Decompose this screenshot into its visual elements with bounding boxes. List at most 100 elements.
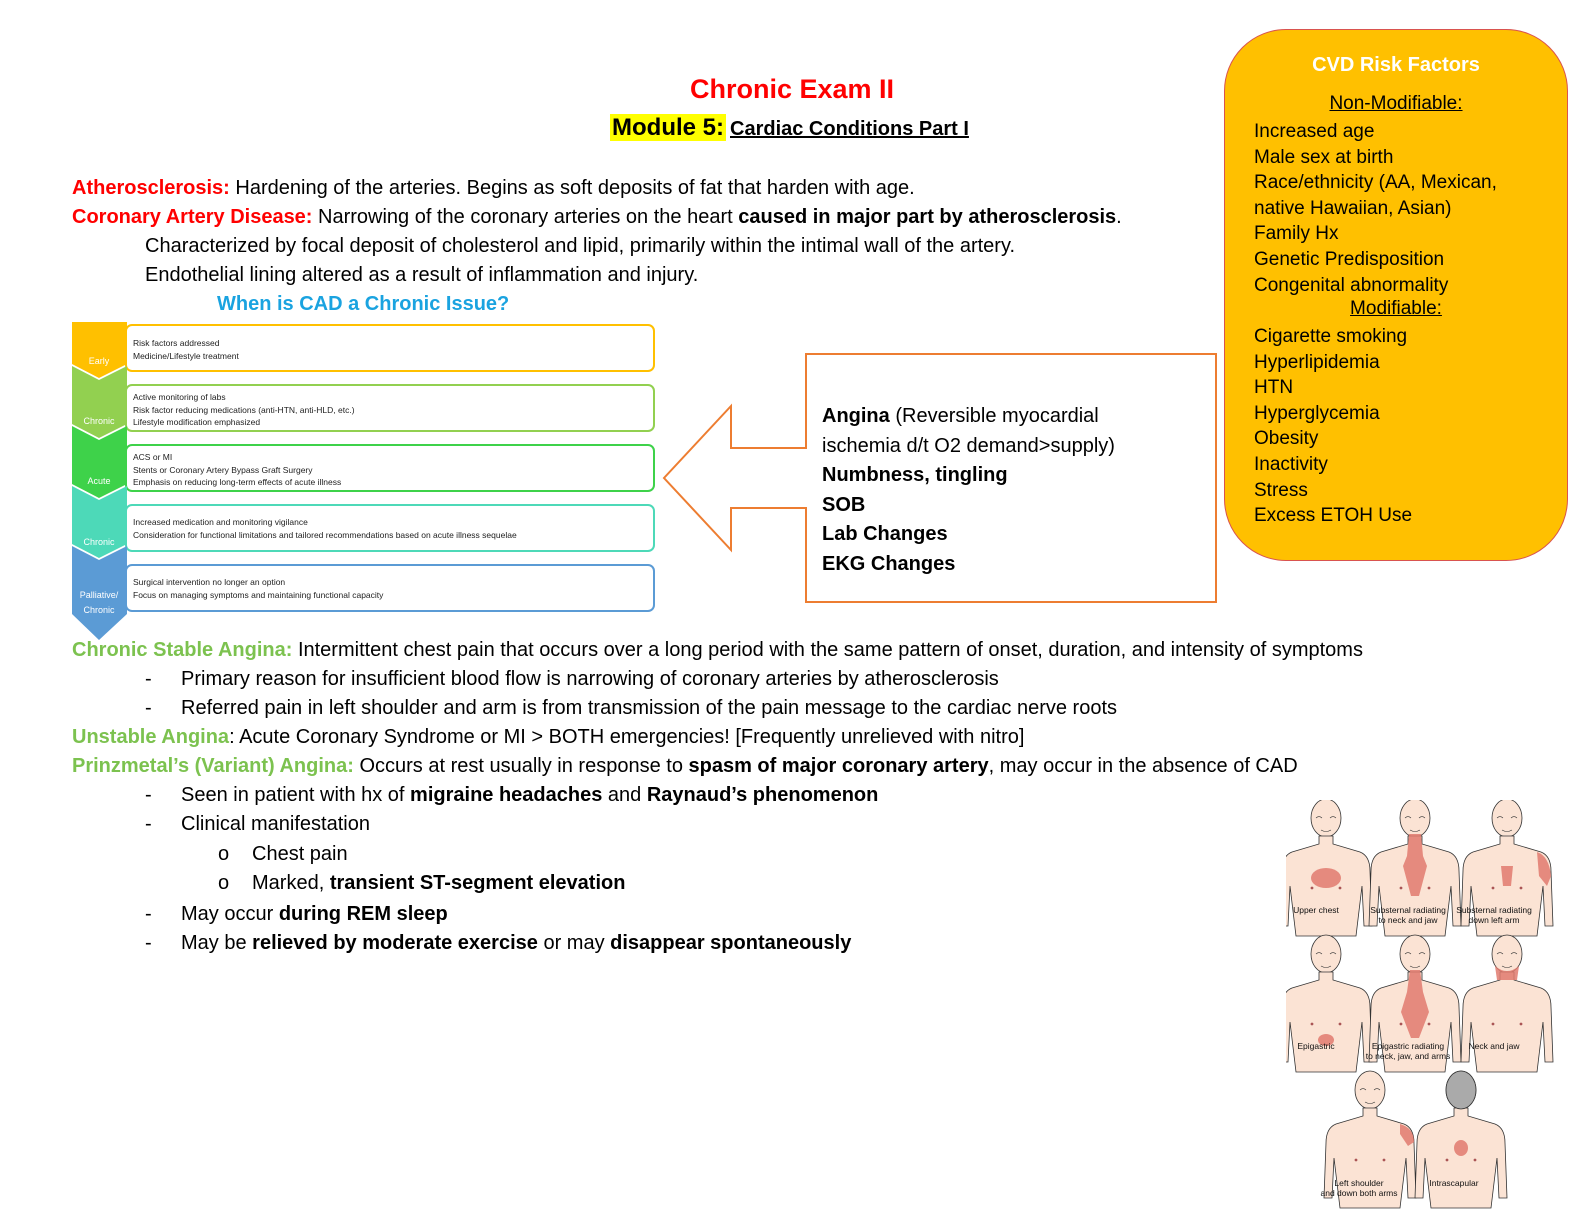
text-part: and (602, 784, 647, 806)
module-label: Module 5: (610, 114, 726, 141)
svg-text:Substernal radiating: Substernal radiating (1370, 905, 1446, 915)
module-subtitle: Cardiac Conditions Part I (730, 118, 969, 140)
angina-symptom: Lab Changes (822, 523, 948, 545)
cad-term: Coronary Artery Disease: (72, 206, 313, 228)
bullet-text: Primary reason for insufficient blood fl… (181, 668, 999, 690)
figure-epigastric (1286, 934, 1373, 1073)
figure-caption: Intrascapular (1429, 1178, 1478, 1188)
timeline-line: Risk factor reducing medications (anti-H… (133, 404, 355, 415)
timeline-box-early (125, 324, 655, 372)
prinzmetal-term: Prinzmetal’s (Variant) Angina: (72, 755, 354, 777)
figure-caption: to neck, jaw, and arms (1366, 1051, 1451, 1061)
figure-caption: Neck and jaw (1468, 1041, 1520, 1051)
figure-caption: down left arm (1468, 915, 1519, 925)
dash-marker: - (145, 697, 152, 719)
svg-text:Substernal radiating: Substernal radiating (1456, 905, 1532, 915)
figure-caption: and down both arms (1320, 1188, 1397, 1198)
figure-left-shoulder-arms (1323, 1070, 1417, 1209)
svg-text:Epigastric: Epigastric (1297, 1041, 1335, 1051)
timeline-text-early: Risk factors addressed Medicine/Lifestyl… (133, 337, 239, 362)
figure-substernal-left-arm (1460, 800, 1554, 937)
atherosclerosis-text: Hardening of the arteries. Begins as sof… (229, 177, 915, 199)
bullet-text: Marked, transient ST-segment elevation (252, 869, 625, 898)
timeline-text-acute: ACS or MI Stents or Coronary Artery Bypa… (133, 451, 341, 489)
text-part: or may (537, 932, 611, 954)
sub-marker: o (218, 843, 230, 865)
bullet-text: Referred pain in left shoulder and arm i… (181, 697, 1118, 719)
risk-item: Hyperlipidemia (1254, 351, 1380, 373)
svg-text:to neck and jaw: to neck and jaw (1378, 915, 1438, 925)
svg-text:Intrascapular: Intrascapular (1429, 1178, 1478, 1188)
stable-angina-definition: Chronic Stable Angina: Intermittent ches… (72, 636, 1363, 665)
angina-callout-text: Angina (Reversible myocardial ischemia d… (822, 402, 1115, 579)
atherosclerosis-definition: Atherosclerosis: Hardening of the arteri… (72, 174, 915, 203)
bullet-text: Seen in patient with hx of migraine head… (181, 781, 878, 810)
bold-part: during REM sleep (278, 903, 448, 925)
angina-symptom: SOB (822, 493, 866, 516)
cad-text: Narrowing of the coronary arteries on th… (312, 206, 739, 228)
timeline-line: Focus on managing symptoms and maintaini… (133, 589, 384, 600)
cad-definition: Coronary Artery Disease: Narrowing of th… (72, 203, 1122, 232)
cad-detail-1: Characterized by focal deposit of choles… (145, 235, 1016, 257)
risk-item: HTN (1254, 377, 1294, 399)
timeline-line: Emphasis on reducing long-term effects o… (133, 477, 342, 487)
figure-caption: Epigastric (1297, 1041, 1335, 1051)
risk-item: Male sex at birth (1254, 146, 1394, 168)
timeline-box-chronic-1 (125, 384, 655, 432)
risk-item: Genetic Predisposition (1254, 248, 1445, 270)
bullet-text: May be relieved by moderate exercise or … (181, 929, 851, 958)
cad-detail-2: Endothelial lining altered as a result o… (145, 264, 699, 286)
risk-item: Inactivity (1254, 453, 1328, 475)
figure-intrascapular (1414, 1070, 1508, 1209)
dash-marker: - (145, 813, 152, 835)
non-modifiable-heading: Non-Modifiable: (1329, 93, 1463, 114)
risk-item: Cigarette smoking (1254, 326, 1408, 347)
figure-neck-jaw (1460, 934, 1554, 1073)
risk-factors-box (1224, 29, 1568, 561)
figure-epigastric-neck-jaw-arms (1368, 934, 1462, 1073)
timeline-line: Lifestyle modification emphasized (133, 417, 261, 427)
timeline-line: Stents or Coronary Artery Bypass Graft S… (133, 464, 313, 475)
text-part: May occur (181, 903, 279, 925)
prinzmetal-sub-bullet: o Marked, transient ST-segment elevation (218, 869, 625, 898)
svg-text:Left shoulder: Left shoulder (1334, 1178, 1383, 1188)
timeline-line: Medicine/Lifestyle treatment (133, 350, 239, 361)
figure-upper-chest (1286, 800, 1373, 937)
chevron-acute (72, 426, 127, 498)
svg-text:Epigastric radiating: Epigastric radiating (1372, 1041, 1445, 1051)
svg-text:down left arm: down left arm (1468, 915, 1519, 925)
modifiable-heading: Modifiable: (1350, 298, 1442, 319)
timeline-text-chronic-2: Increased medication and monitoring vigi… (133, 516, 517, 541)
chevron-palliative (72, 546, 127, 640)
timeline-text-palliative: Surgical intervention no longer an optio… (133, 576, 383, 601)
bullet-text: Chest pain (252, 843, 348, 865)
chevron-chronic-2 (72, 486, 127, 558)
risk-item: Congenital abnormality (1254, 274, 1449, 296)
bold-part: relieved by moderate exercise (252, 932, 538, 954)
modifiable-list: Cigarette smoking Hyperlipidemia HTN Hyp… (1254, 324, 1412, 529)
risk-item: Excess ETOH Use (1254, 505, 1413, 527)
risk-item: Race/ethnicity (AA, Mexican, (1254, 172, 1497, 194)
prinzmetal-angina-definition: Prinzmetal’s (Variant) Angina: Occurs at… (72, 752, 1298, 781)
atherosclerosis-term: Atherosclerosis: (72, 177, 230, 199)
risk-item: Obesity (1254, 428, 1319, 450)
prinzmetal-bullet: - May be relieved by moderate exercise or… (145, 929, 851, 958)
bullet-text: Clinical manifestation (181, 813, 370, 835)
stage-label-palliative: Palliative/ Chronic (79, 590, 119, 615)
dash-marker: - (145, 784, 152, 806)
angina-symptom: EKG Changes (822, 552, 956, 575)
timeline-line: Surgical intervention no longer an optio… (133, 577, 286, 587)
prinzmetal-bold: spasm of major coronary artery (688, 755, 989, 777)
dash-marker: - (145, 932, 152, 954)
cad-bold-text: caused in major part by atherosclerosis (738, 206, 1117, 228)
unstable-angina-text: : Acute Coronary Syndrome or MI > BOTH e… (229, 726, 1025, 748)
sub-marker: o (218, 872, 230, 894)
dash-marker: - (145, 903, 152, 925)
risk-factors-title: CVD Risk Factors (1312, 54, 1480, 76)
bold-part: transient ST-segment elevation (329, 872, 626, 894)
angina-symptom: Numbness, tingling (822, 464, 1008, 486)
timeline-line: Risk factors addressed (133, 338, 220, 348)
prinzmetal-bullet: - May occur during REM sleep (145, 900, 448, 929)
figure-substernal-neck-jaw (1368, 800, 1462, 937)
stable-bullet: -Primary reason for insufficient blood f… (145, 665, 999, 694)
